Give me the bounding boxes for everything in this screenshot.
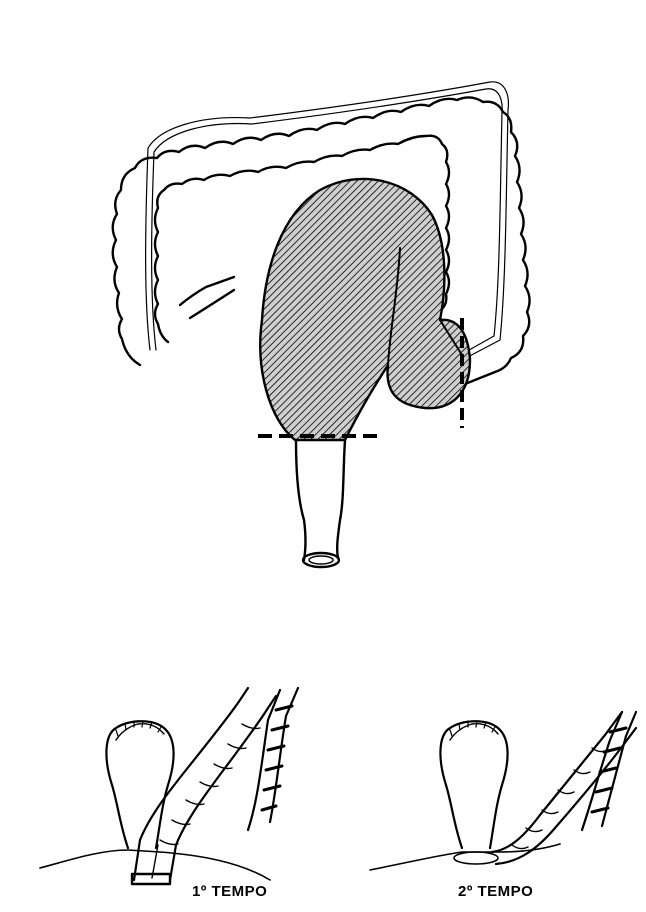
stage-2-diagram xyxy=(370,712,636,870)
dilated-sigmoid xyxy=(260,179,470,440)
rectum xyxy=(296,440,345,560)
stage-1-diagram xyxy=(40,688,298,884)
appendix xyxy=(180,277,234,318)
stage-2-label: 2º TEMPO xyxy=(458,883,533,900)
colon-overview xyxy=(113,82,530,567)
stage-1-label: 1º TEMPO xyxy=(192,883,267,900)
